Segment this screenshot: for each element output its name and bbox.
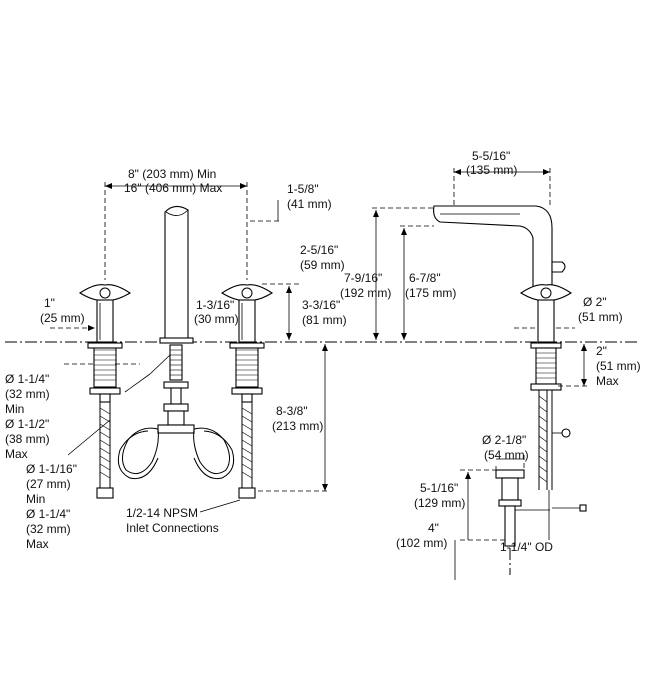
deck-max-label: Max bbox=[596, 374, 619, 388]
drain-length-mm: (129 mm) bbox=[414, 496, 465, 510]
hole-c-in: Ø 1-1/16" bbox=[26, 462, 77, 476]
hole-d-max: Max bbox=[26, 537, 49, 551]
handle-base-in: 1-3/16" bbox=[196, 298, 234, 312]
base-dia-mm: (51 mm) bbox=[578, 310, 623, 324]
braided-hoses bbox=[96, 402, 256, 499]
reach-mm: (135 mm) bbox=[466, 163, 517, 177]
handle-height-in: 2-5/16" bbox=[300, 243, 338, 257]
spout-assembly bbox=[157, 205, 195, 434]
handle-height-mm: (59 mm) bbox=[300, 258, 345, 272]
spread-dimension bbox=[104, 182, 248, 280]
total-height-in: 7-9/16" bbox=[344, 271, 382, 285]
right-handle-assembly bbox=[220, 284, 274, 403]
inlet-label-line2: Inlet Connections bbox=[126, 521, 219, 535]
right-valve-thread bbox=[236, 349, 258, 381]
handle-base-dimension bbox=[262, 283, 300, 340]
spread-label-sub: 16" (406 mm) Max bbox=[124, 181, 222, 195]
hose-length-in: 8-3/8" bbox=[276, 404, 308, 418]
total-height-mm: (192 mm) bbox=[340, 286, 391, 300]
inlet-label-line1: 1/2-14 NPSM bbox=[126, 506, 198, 520]
drain-assembly bbox=[495, 469, 550, 575]
hole-b-in: Ø 1-1/2" bbox=[5, 417, 49, 431]
spout-clearance-mm: (175 mm) bbox=[405, 286, 456, 300]
left-handle-assembly bbox=[78, 284, 132, 403]
handle-offset-mm: (25 mm) bbox=[40, 311, 85, 325]
drain-diameter-dimension bbox=[495, 455, 525, 472]
hole-a-min: Min bbox=[5, 402, 24, 416]
single-shank-thread bbox=[536, 352, 556, 379]
drain-length-in: 5-1/16" bbox=[420, 481, 458, 495]
spread-label-main: 8" (203 mm) Min bbox=[128, 167, 216, 181]
base-dia-in: Ø 2" bbox=[583, 295, 607, 309]
spout-offset-mm: (41 mm) bbox=[287, 197, 332, 211]
spout-clearance-in: 6-7/8" bbox=[409, 271, 441, 285]
handle-offset-dimension bbox=[50, 325, 95, 331]
deck-max-mm: (51 mm) bbox=[596, 359, 641, 373]
reach-dimension bbox=[453, 168, 551, 208]
spout-shank-thread bbox=[170, 349, 182, 376]
height-dimensions bbox=[372, 207, 434, 340]
hole-d-in: Ø 1-1/4" bbox=[26, 507, 70, 521]
left-valve-thread bbox=[94, 349, 116, 381]
hose-length-mm: (213 mm) bbox=[272, 419, 323, 433]
hole-c-mm: (27 mm) bbox=[26, 477, 71, 491]
hole-dimension-lines bbox=[64, 354, 171, 456]
drain-length-dimension bbox=[460, 469, 505, 541]
tail-length-in: 4" bbox=[428, 521, 439, 535]
handle-offset-in: 1" bbox=[44, 296, 55, 310]
tail-length-mm: (102 mm) bbox=[396, 536, 447, 550]
spout-offset-dimension bbox=[250, 200, 280, 222]
handle-base-mm: (30 mm) bbox=[194, 312, 239, 326]
hose-length-dimension bbox=[258, 344, 330, 492]
deck-thickness-dimension bbox=[558, 344, 588, 387]
hole-d-mm: (32 mm) bbox=[26, 522, 71, 536]
hole-b-mm: (38 mm) bbox=[5, 432, 50, 446]
spout-height-mm: (81 mm) bbox=[302, 313, 347, 327]
hole-b-max: Max bbox=[5, 447, 28, 461]
spout-height-in: 3-3/16" bbox=[302, 298, 340, 312]
spout-offset-in: 1-5/8" bbox=[287, 182, 319, 196]
tail-od: 1-1/4" OD bbox=[500, 540, 553, 554]
deck-max-in: 2" bbox=[596, 344, 607, 358]
hole-c-min: Min bbox=[26, 492, 45, 506]
drain-dia-in: Ø 2-1/8" bbox=[482, 433, 526, 447]
hole-a-mm: (32 mm) bbox=[5, 387, 50, 401]
drain-dia-mm: (54 mm) bbox=[484, 448, 529, 462]
hole-a-in: Ø 1-1/4" bbox=[5, 372, 49, 386]
reach-in: 5-5/16" bbox=[472, 149, 510, 163]
single-handle-faucet bbox=[433, 205, 587, 540]
